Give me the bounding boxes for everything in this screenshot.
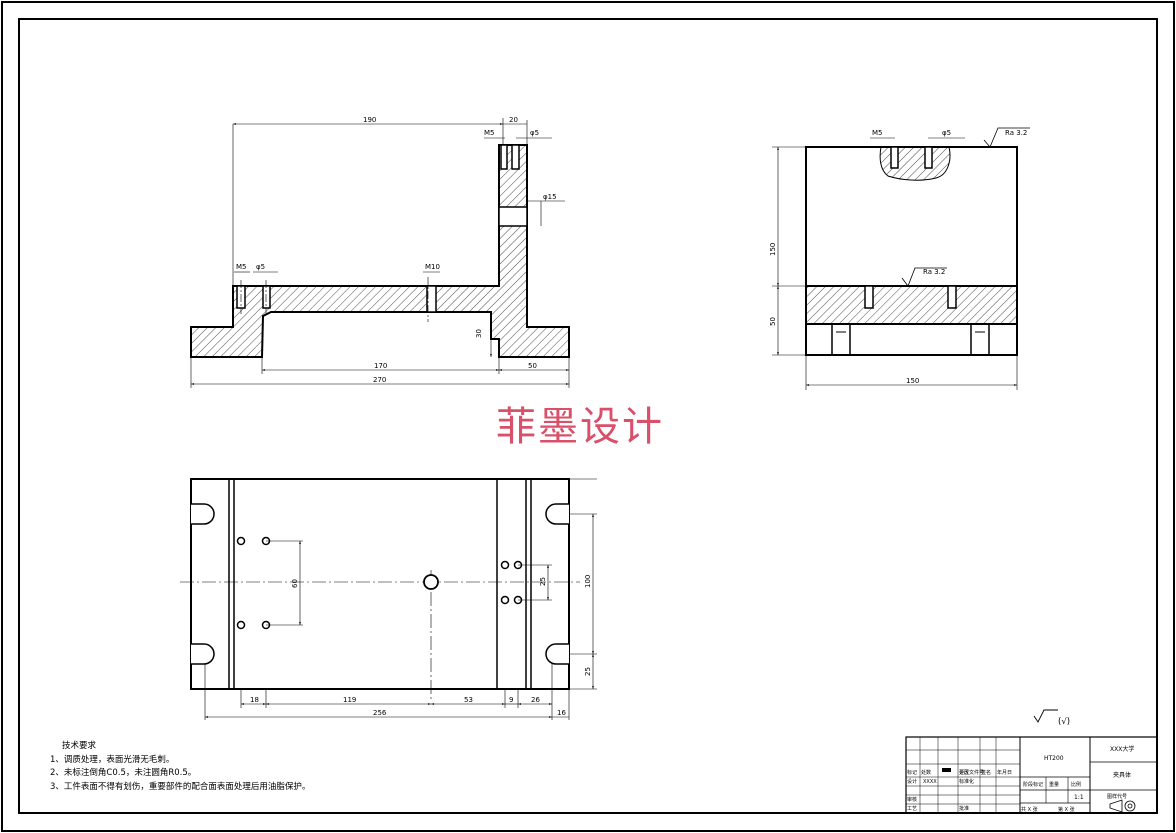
hole-phi5-top bbox=[511, 144, 520, 170]
top-body bbox=[190, 478, 570, 690]
slot-tr bbox=[545, 503, 569, 525]
top-dim-9: 9 bbox=[509, 696, 513, 704]
svg-text:年月日: 年月日 bbox=[997, 769, 1012, 776]
svg-text:批准: 批准 bbox=[959, 805, 969, 812]
dim-30: 30 bbox=[475, 329, 483, 338]
tb-material: HT200 bbox=[1044, 755, 1064, 762]
tech-item-2: 2、未标注倒角C0.5，未注圆角R0.5。 bbox=[50, 767, 196, 778]
hole-m5-top bbox=[500, 144, 508, 170]
top-dim-53: 53 bbox=[464, 696, 473, 704]
roughness-symbol bbox=[1033, 709, 1058, 723]
tb-designer-label: 设计 bbox=[907, 778, 917, 785]
ra-top: Ra 3.2 bbox=[1005, 129, 1027, 137]
side-leg-right bbox=[970, 323, 990, 356]
side-section-base bbox=[805, 285, 1018, 325]
dim-m10: M10 bbox=[425, 263, 440, 271]
svg-text:标记: 标记 bbox=[907, 769, 917, 776]
slot-bl bbox=[191, 643, 215, 665]
top-dim-16: 16 bbox=[557, 709, 566, 717]
slot-tl bbox=[191, 503, 215, 525]
tech-title: 技术要求 bbox=[62, 740, 97, 751]
front-section-body bbox=[190, 144, 570, 358]
dim-270: 270 bbox=[373, 376, 386, 384]
svg-text:比例: 比例 bbox=[1071, 781, 1081, 788]
side-dim-150h: 150 bbox=[906, 377, 919, 385]
svg-text:更改文件号: 更改文件号 bbox=[959, 769, 984, 776]
projection-symbol-icon bbox=[1109, 799, 1123, 813]
tech-item-3: 3、工件表面不得有划伤，重要部件的配合面表面处理后用油脂保护。 bbox=[50, 781, 310, 792]
tb-school: XXX大学 bbox=[1110, 745, 1134, 753]
dim-m5-top: M5 bbox=[484, 129, 495, 137]
svg-text:共 X 张: 共 X 张 bbox=[1021, 806, 1038, 813]
hole-center bbox=[423, 574, 439, 590]
dim-50: 50 bbox=[528, 362, 537, 370]
side-leg-left bbox=[831, 323, 851, 356]
svg-text:重量: 重量 bbox=[1049, 781, 1059, 788]
dim-phi5-top: φ5 bbox=[530, 129, 539, 137]
svg-text:工艺: 工艺 bbox=[907, 806, 917, 812]
front-view: 190 20 M5 φ5 φ15 M5 φ5 M10 30 170 50 270 bbox=[190, 116, 570, 388]
hole-top-3 bbox=[236, 620, 246, 630]
side-dim-phi5: φ5 bbox=[942, 129, 951, 137]
top-dim-100: 100 bbox=[584, 575, 592, 588]
svg-text:标准化: 标准化 bbox=[959, 778, 974, 785]
top-dim-18: 18 bbox=[250, 696, 259, 704]
dim-170: 170 bbox=[374, 362, 387, 370]
top-dim-25: 25 bbox=[539, 577, 547, 586]
side-dim-m5: M5 bbox=[872, 129, 883, 137]
hole-m10 bbox=[426, 285, 437, 313]
dim-phi15: φ15 bbox=[543, 193, 557, 201]
svg-text:阶段标记: 阶段标记 bbox=[1023, 781, 1043, 788]
hole-phi5-left bbox=[262, 285, 271, 309]
svg-text:第 X 张: 第 X 张 bbox=[1058, 806, 1075, 813]
svg-text:分区: 分区 bbox=[959, 769, 969, 776]
hole-top-1 bbox=[236, 536, 246, 546]
svg-text:图样代号: 图样代号 bbox=[1107, 793, 1127, 800]
inner-border bbox=[18, 18, 1158, 814]
side-dim-50v: 50 bbox=[769, 317, 777, 326]
top-dim-256: 256 bbox=[373, 709, 387, 717]
top-dim-26: 26 bbox=[531, 696, 540, 704]
dim-20: 20 bbox=[509, 116, 518, 124]
ra-mid: Ra 3.2 bbox=[923, 268, 945, 276]
tech-requirements: 技术要求 1、调质处理，表面光滑无毛刺。 2、未标注倒角C0.5，未注圆角R0.… bbox=[50, 740, 310, 792]
slot-br bbox=[545, 643, 569, 665]
side-view: M5 φ5 Ra 3.2 Ra 3.2 150 50 150 bbox=[769, 127, 1030, 390]
dim-phi5-left: φ5 bbox=[256, 263, 265, 271]
top-dim-119: 119 bbox=[343, 696, 356, 704]
tb-part-name: 夹具体 bbox=[1113, 771, 1131, 779]
tb-scale: 1:1 bbox=[1074, 794, 1084, 801]
dim-190: 190 bbox=[363, 116, 376, 124]
dim-m5-left: M5 bbox=[236, 263, 247, 271]
svg-text:审核: 审核 bbox=[907, 796, 917, 803]
tb-designer: XXXX bbox=[923, 779, 937, 785]
watermark: 菲墨设计 bbox=[496, 404, 664, 450]
side-dim-150v: 150 bbox=[769, 243, 777, 256]
top-dim-25-right: 25 bbox=[584, 667, 592, 676]
title-block: 标记 处数 分区 更改文件号 签名 年月日 设计 XXXX 标准化 审核 工艺 … bbox=[905, 736, 1158, 814]
top-dim-60: 60 bbox=[291, 579, 299, 588]
roughness-note: (√) bbox=[1058, 717, 1070, 727]
svg-text:处数: 处数 bbox=[921, 769, 931, 776]
hole-phi15 bbox=[498, 206, 528, 227]
svg-text:签名: 签名 bbox=[981, 769, 991, 776]
tech-item-1: 1、调质处理，表面光滑无毛刺。 bbox=[50, 754, 174, 765]
top-view: 60 25 100 25 18 119 53 9 26 256 16 bbox=[180, 478, 597, 720]
